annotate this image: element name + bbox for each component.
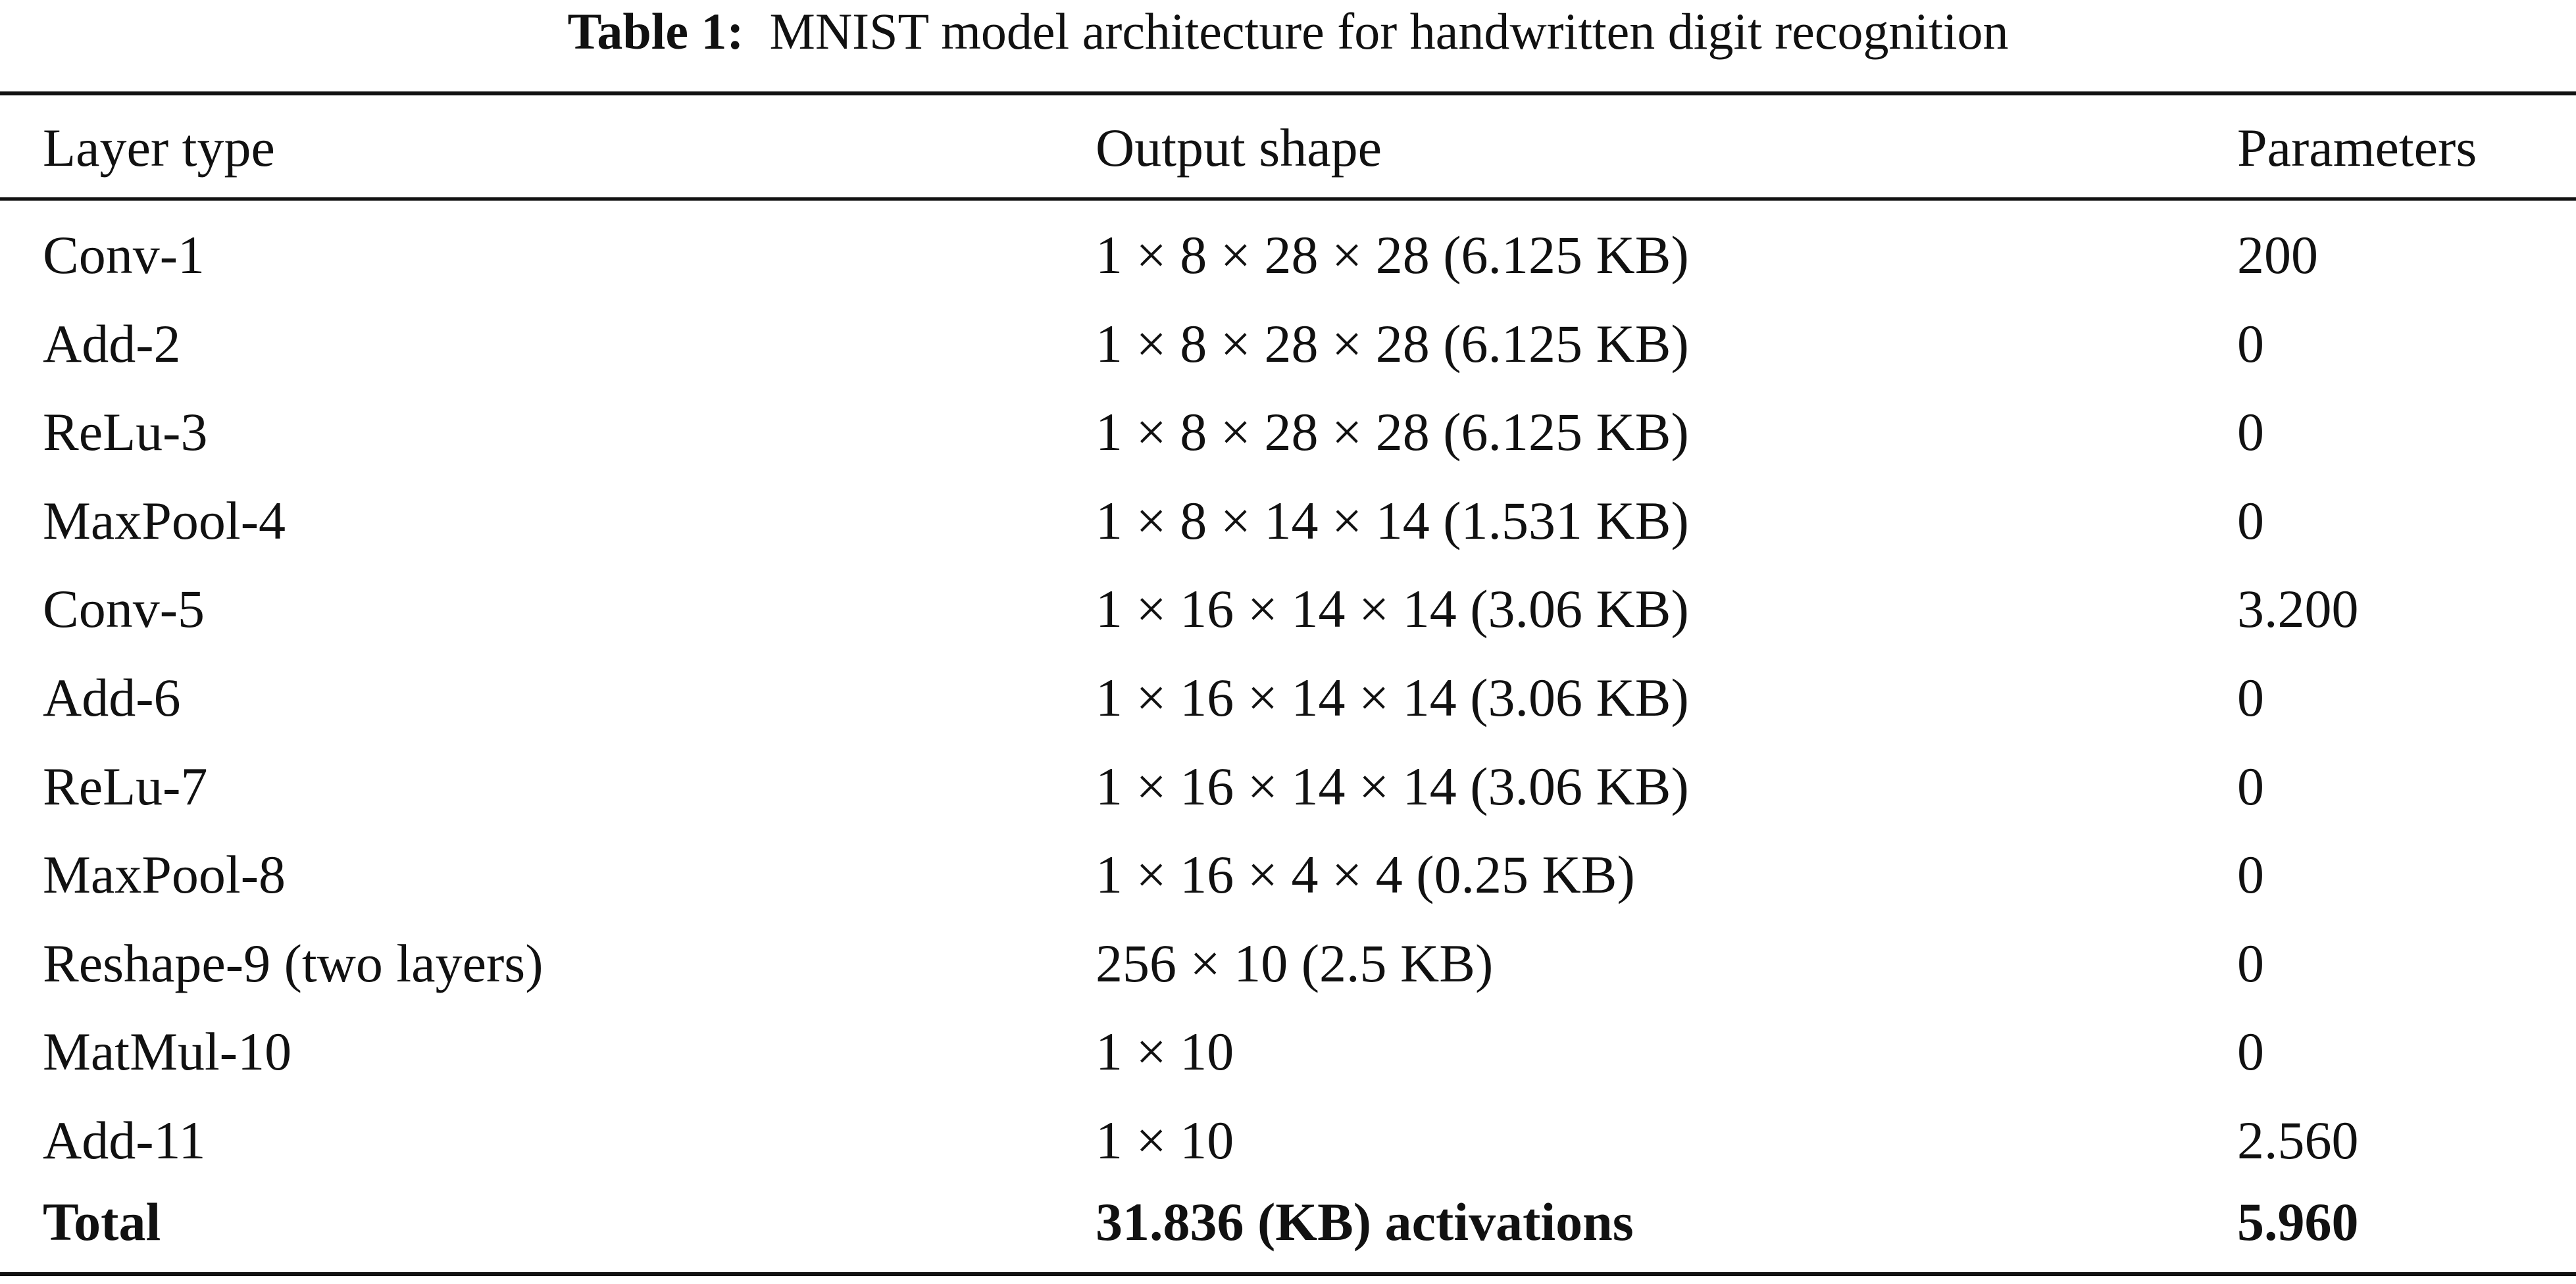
- table-caption-text: MNIST model architecture for handwritten…: [769, 3, 2009, 60]
- cell-layer-type: Add-11: [43, 1110, 206, 1170]
- table-bottom-rule: [0, 1272, 2576, 1276]
- cell-parameters: 0: [2237, 668, 2264, 728]
- header-parameters: Parameters: [2237, 118, 2477, 178]
- cell-layer-type: MaxPool-4: [43, 491, 286, 551]
- cell-parameters: 0: [2237, 402, 2264, 462]
- table-row: MaxPool-4 1 × 8 × 14 × 14 (1.531 KB) 0: [0, 477, 2576, 565]
- cell-layer-type: MatMul-10: [43, 1022, 292, 1081]
- table-top-rule: [0, 91, 2576, 95]
- cell-output-shape: 1 × 16 × 4 × 4 (0.25 KB): [1096, 845, 1635, 904]
- cell-parameters: 0: [2237, 845, 2264, 904]
- cell-output-shape: 1 × 8 × 28 × 28 (6.125 KB): [1096, 402, 1689, 462]
- cell-parameters: 0: [2237, 314, 2264, 374]
- table-header-row: Layer type Output shape Parameters: [0, 104, 2576, 192]
- total-parameters: 5.960: [2237, 1192, 2359, 1252]
- cell-parameters: 0: [2237, 756, 2264, 816]
- cell-layer-type: Add-6: [43, 668, 181, 728]
- header-layer-type: Layer type: [43, 118, 275, 178]
- cell-output-shape: 1 × 10: [1096, 1110, 1234, 1170]
- cell-parameters: 0: [2237, 1022, 2264, 1081]
- cell-parameters: 0: [2237, 933, 2264, 993]
- cell-layer-type: Add-2: [43, 314, 181, 374]
- table-row: ReLu-7 1 × 16 × 14 × 14 (3.06 KB) 0: [0, 743, 2576, 831]
- header-output-shape: Output shape: [1096, 118, 1382, 178]
- cell-output-shape: 256 × 10 (2.5 KB): [1096, 933, 1494, 993]
- cell-layer-type: Conv-5: [43, 579, 205, 639]
- total-activations: 31.836 (KB) activations: [1096, 1192, 1634, 1252]
- cell-layer-type: ReLu-3: [43, 402, 208, 462]
- table-row: Add-2 1 × 8 × 28 × 28 (6.125 KB) 0: [0, 300, 2576, 388]
- table-row: Add-11 1 × 10 2.560: [0, 1097, 2576, 1185]
- cell-output-shape: 1 × 16 × 14 × 14 (3.06 KB): [1096, 579, 1689, 639]
- table-caption: Table 1: MNIST model architecture for ha…: [0, 0, 2576, 72]
- table-row: Conv-5 1 × 16 × 14 × 14 (3.06 KB) 3.200: [0, 565, 2576, 653]
- table-header-rule: [0, 197, 2576, 201]
- cell-output-shape: 1 × 8 × 14 × 14 (1.531 KB): [1096, 491, 1689, 551]
- table-row: Reshape-9 (two layers) 256 × 10 (2.5 KB) 0: [0, 920, 2576, 1008]
- cell-layer-type: Conv-1: [43, 225, 205, 285]
- cell-parameters: 3.200: [2237, 579, 2359, 639]
- cell-layer-type: Reshape-9 (two layers): [43, 933, 543, 993]
- table-row: Conv-1 1 × 8 × 28 × 28 (6.125 KB) 200: [0, 211, 2576, 299]
- table-row: MaxPool-8 1 × 16 × 4 × 4 (0.25 KB) 0: [0, 831, 2576, 919]
- cell-output-shape: 1 × 8 × 28 × 28 (6.125 KB): [1096, 314, 1689, 374]
- cell-output-shape: 1 × 8 × 28 × 28 (6.125 KB): [1096, 225, 1689, 285]
- cell-parameters: 200: [2237, 225, 2318, 285]
- cell-layer-type: MaxPool-8: [43, 845, 286, 904]
- table-row: ReLu-3 1 × 8 × 28 × 28 (6.125 KB) 0: [0, 388, 2576, 476]
- cell-output-shape: 1 × 16 × 14 × 14 (3.06 KB): [1096, 668, 1689, 728]
- table-total-row: Total 31.836 (KB) activations 5.960: [0, 1178, 2576, 1266]
- table-caption-label: Table 1:: [567, 3, 744, 60]
- cell-output-shape: 1 × 16 × 14 × 14 (3.06 KB): [1096, 756, 1689, 816]
- cell-layer-type: ReLu-7: [43, 756, 208, 816]
- cell-output-shape: 1 × 10: [1096, 1022, 1234, 1081]
- cell-parameters: 0: [2237, 491, 2264, 551]
- table-row: Add-6 1 × 16 × 14 × 14 (3.06 KB) 0: [0, 654, 2576, 742]
- table-row: MatMul-10 1 × 10 0: [0, 1008, 2576, 1096]
- total-label: Total: [43, 1192, 161, 1252]
- cell-parameters: 2.560: [2237, 1110, 2359, 1170]
